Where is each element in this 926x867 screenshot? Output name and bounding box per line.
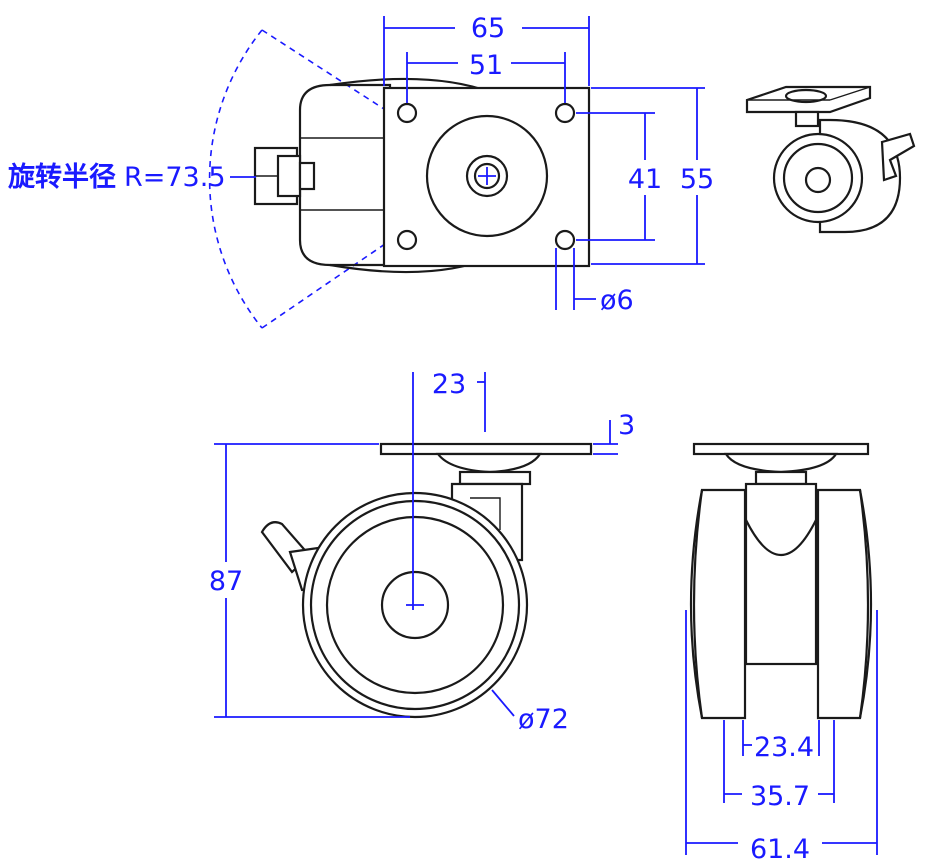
bolt-hole-br <box>554 229 576 251</box>
top-brake-stem <box>298 161 316 191</box>
side-swivel-ring <box>458 470 532 486</box>
dim-wheel-leader <box>491 689 515 717</box>
dim-234-text: 23.4 <box>754 732 814 763</box>
top-view: 65 51 41 55 ø6 旋转半径 R=73.5 <box>8 13 714 329</box>
front-fork <box>744 482 818 666</box>
dim-23-text: 23 <box>432 369 466 400</box>
front-swivel-ring <box>754 470 808 486</box>
front-wheel-right-outer <box>816 488 870 720</box>
swivel-radius-value: R=73.5 <box>124 162 226 193</box>
kingpin-outer <box>465 154 509 198</box>
iso-plate-ring <box>784 88 828 104</box>
bolt-hole-bl <box>396 229 418 251</box>
iso-brake <box>880 132 916 182</box>
dim-wheel-text: ø72 <box>518 704 569 735</box>
front-swivel-housing <box>724 452 838 474</box>
isometric-view <box>745 85 916 234</box>
side-swivel-housing <box>435 452 542 474</box>
iso-wheel-hub <box>804 166 832 194</box>
side-wheel-rim <box>325 515 505 695</box>
dim-357-text: 35.7 <box>750 781 810 812</box>
front-view: 23.4 35.7 61.4 <box>685 442 878 865</box>
side-wheel-hub <box>380 570 450 640</box>
dim-614-text: 61.4 <box>750 834 810 865</box>
front-fork-curve <box>745 519 817 557</box>
iso-stem <box>794 110 820 128</box>
swivel-radius-cn: 旋转半径 <box>8 162 116 193</box>
dim-87-text: 87 <box>209 566 243 597</box>
side-wheel-tread <box>309 499 521 711</box>
dim-hole-text: ø6 <box>600 285 634 316</box>
dim-51-text: 51 <box>469 50 503 81</box>
front-plate <box>692 442 870 456</box>
swivel-race <box>425 114 549 238</box>
kingpin-inner <box>473 162 501 190</box>
front-wheel-left-outer <box>692 488 747 720</box>
dim-65-text: 65 <box>471 13 505 44</box>
dim-41-text: 41 <box>628 164 662 195</box>
iso-wheel-front <box>772 132 864 224</box>
front-wheel-left-tread <box>689 489 704 719</box>
side-fork-detail <box>470 497 501 530</box>
iso-wheel-rim <box>782 142 854 214</box>
swivel-radius-label: 旋转半径 <box>8 162 116 193</box>
dim-55-text: 55 <box>680 164 714 195</box>
iso-plate-edge-2 <box>829 86 871 101</box>
side-view: 23 3 87 ø72 <box>209 369 635 735</box>
dim-3-text: 3 <box>618 410 635 441</box>
swivel-radius-arc <box>208 29 263 329</box>
bolt-hole-tr <box>554 102 576 124</box>
swivel-radius-line-lower <box>261 174 487 329</box>
top-brake-lever <box>276 154 302 198</box>
bolt-hole-tl <box>396 102 418 124</box>
front-wheel-right-tread <box>858 489 873 719</box>
